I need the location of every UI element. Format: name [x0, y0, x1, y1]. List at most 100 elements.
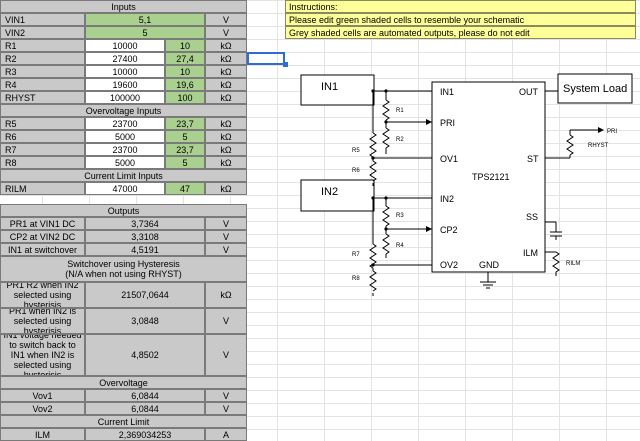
r2-label-schematic: R2 — [396, 137, 404, 143]
r7-unit: kΩ — [205, 143, 247, 156]
instructions-title: Instructions: — [285, 0, 636, 13]
system-load-box — [557, 73, 633, 104]
r4-input[interactable]: 19,6 — [165, 78, 205, 91]
hysteresis-header-line1: Switchover using Hysteresis — [67, 259, 180, 269]
rilm-label-schematic: RILM — [566, 261, 580, 267]
inputs-header: Inputs — [0, 0, 247, 13]
hysteresis-header-line2: (N/A when not using RHYST) — [65, 269, 182, 279]
r3-raw: 10000 — [85, 65, 165, 78]
r3-input[interactable]: 10 — [165, 65, 205, 78]
vin1-input[interactable]: 5,1 — [85, 13, 205, 26]
vin1-unit: V — [205, 13, 247, 26]
rilm-raw: 47000 — [85, 182, 165, 195]
rhyst-input[interactable]: 100 — [165, 91, 205, 104]
r6-label-schematic: R6 — [352, 168, 360, 174]
in1-switchback-unit: V — [205, 334, 247, 376]
pr1-in2-hyst-unit: V — [205, 308, 247, 334]
r2-resistor — [382, 127, 390, 149]
r5-raw: 23700 — [85, 117, 165, 130]
r8-label-schematic: R8 — [352, 276, 360, 282]
rhyst-unit: kΩ — [205, 91, 247, 104]
r8-input[interactable]: 5 — [165, 156, 205, 169]
outputs-header: Outputs — [0, 204, 247, 217]
in1-source-label: IN1 — [321, 81, 338, 93]
r2-label: R2 — [0, 52, 85, 65]
pin-ov1: OV1 — [440, 154, 458, 164]
selected-cell[interactable] — [247, 52, 285, 65]
pin-ov2: OV2 — [440, 260, 458, 270]
system-load-label: System Load — [563, 83, 627, 95]
vin2-label: VIN2 — [0, 26, 85, 39]
r1-label-schematic: R1 — [396, 108, 404, 114]
pri-arrow-icon — [426, 119, 432, 125]
in1-source-box — [300, 74, 375, 106]
rilm-resistor — [552, 251, 560, 273]
pin-pri: PRI — [440, 118, 455, 128]
rhyst-raw: 100000 — [85, 91, 165, 104]
tps2121-chip — [431, 81, 546, 273]
rilm-unit: kΩ — [205, 182, 247, 195]
rilm-input[interactable]: 47 — [165, 182, 205, 195]
r4-label: R4 — [0, 78, 85, 91]
fill-handle[interactable] — [283, 62, 288, 67]
pr1-in2-hyst-label: PR1 when IN2 is selected using hysterisi… — [0, 308, 85, 334]
in2-source-label: IN2 — [321, 186, 338, 198]
r1-unit: kΩ — [205, 39, 247, 52]
r8-raw: 5000 — [85, 156, 165, 169]
rhyst-resistor — [566, 134, 574, 156]
r8-unit: kΩ — [205, 156, 247, 169]
current-limit-header: Current Limit — [0, 415, 247, 428]
r5-label: R5 — [0, 117, 85, 130]
r6-raw: 5000 — [85, 130, 165, 143]
rilm-label: RILM — [0, 182, 85, 195]
vin2-input[interactable]: 5 — [85, 26, 205, 39]
pr1-r2-hyst-unit: kΩ — [205, 282, 247, 308]
cp2-arrow-icon — [426, 226, 432, 232]
in1-switchover-value: 4,5191 — [85, 243, 205, 256]
pin-out: OUT — [519, 87, 539, 97]
r1-raw: 10000 — [85, 39, 165, 52]
r2-input[interactable]: 27,4 — [165, 52, 205, 65]
pr1-in2-hyst-value: 3,0848 — [85, 308, 205, 334]
hysteresis-header: Switchover using Hysteresis (N/A when no… — [0, 256, 247, 282]
pin-in1: IN1 — [440, 87, 454, 97]
vin1-label: VIN1 — [0, 13, 85, 26]
r1-label: R1 — [0, 39, 85, 52]
in1-switchback-value: 4,8502 — [85, 334, 205, 376]
r7-label: R7 — [0, 143, 85, 156]
r6-resistor — [369, 160, 377, 182]
pin-in2: IN2 — [440, 194, 454, 204]
r6-label: R6 — [0, 130, 85, 143]
in1-switchback-label: IN1 voltage needed to switch back to IN1… — [0, 334, 85, 376]
r3-label-schematic: R3 — [396, 213, 404, 219]
r5-label-schematic: R5 — [352, 148, 360, 154]
overvoltage-inputs-header: Overvoltage Inputs — [0, 104, 247, 117]
vov1-label: Vov1 — [0, 389, 85, 402]
pin-ilm: ILM — [523, 248, 538, 258]
chip-name: TPS2121 — [472, 172, 510, 182]
r5-input[interactable]: 23,7 — [165, 117, 205, 130]
r2-raw: 27400 — [85, 52, 165, 65]
r4-resistor — [382, 233, 390, 255]
pri-net-arrow-icon — [598, 127, 604, 133]
cp2-vin2-value: 3,3108 — [85, 230, 205, 243]
r8-label: R8 — [0, 156, 85, 169]
r6-input[interactable]: 5 — [165, 130, 205, 143]
vov2-label: Vov2 — [0, 402, 85, 415]
r7-raw: 23700 — [85, 143, 165, 156]
in1-switchover-label: IN1 at switchover — [0, 243, 85, 256]
pr1-vin1-value: 3,7364 — [85, 217, 205, 230]
r7-label-schematic: R7 — [352, 252, 360, 258]
vov1-unit: V — [205, 389, 247, 402]
cp2-vin2-label: CP2 at VIN2 DC — [0, 230, 85, 243]
r1-resistor — [382, 99, 390, 121]
r1-input[interactable]: 10 — [165, 39, 205, 52]
r3-resistor — [382, 205, 390, 227]
r4-unit: kΩ — [205, 78, 247, 91]
r7-input[interactable]: 23,7 — [165, 143, 205, 156]
pin-st: ST — [527, 154, 539, 164]
pr1-vin1-label: PR1 at VIN1 DC — [0, 217, 85, 230]
current-limit-inputs-header: Current Limit Inputs — [0, 169, 247, 182]
pr1-vin1-unit: V — [205, 217, 247, 230]
r7-resistor — [369, 243, 377, 269]
